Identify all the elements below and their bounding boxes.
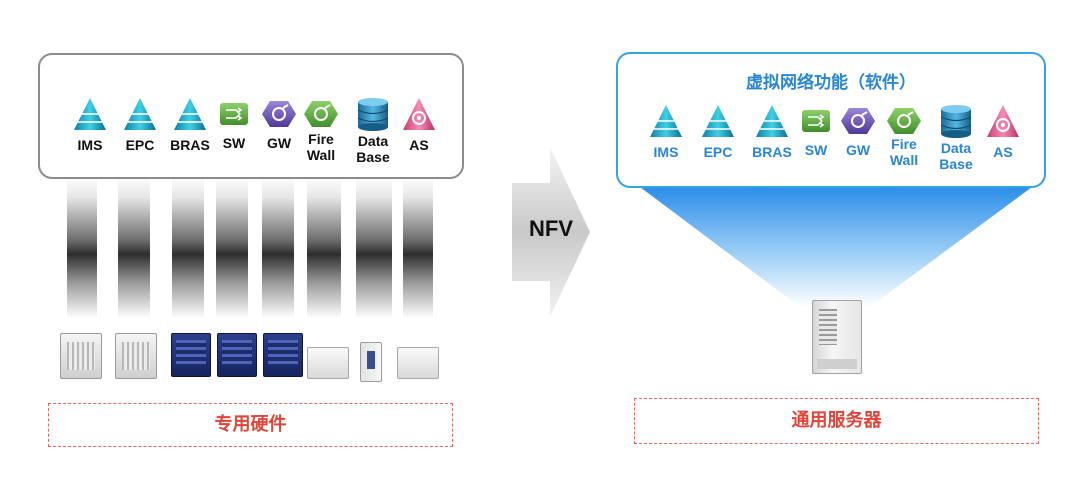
app-server-icon [987, 105, 1019, 137]
function-sw: SW [786, 106, 846, 158]
hardware-appliance [397, 347, 439, 379]
nfv-arrow-icon [512, 147, 590, 317]
virtual-functions-panel: 虚拟网络功能（软件） IMS EPC BRAS SW GW Fire Wall … [616, 52, 1046, 188]
switch-icon [220, 103, 248, 125]
link-column [403, 176, 433, 318]
hardware-tower [360, 342, 382, 382]
pyramid-icon [124, 98, 156, 130]
function-label: AS [993, 144, 1013, 160]
app-server-icon [403, 98, 435, 130]
pyramid-icon [174, 98, 206, 130]
function-gw: GW [249, 99, 309, 151]
database-icon [357, 98, 389, 131]
firewall-icon [887, 108, 921, 134]
function-label: BRAS [170, 137, 210, 153]
function-label: Data Base [939, 140, 973, 172]
function-label: Fire Wall [889, 136, 919, 168]
function-as: AS [973, 104, 1033, 160]
function-label: Data Base [356, 133, 390, 165]
function-label: EPC [125, 137, 155, 153]
hardware-chassis [60, 333, 102, 379]
nfv-label: NFV [529, 216, 573, 241]
pyramid-icon [702, 105, 734, 137]
hardware-chassis [171, 333, 211, 377]
dedicated-functions-panel: IMS EPC BRAS SW GW Fire Wall Data Base A… [38, 53, 464, 179]
function-label: IMS [653, 144, 679, 160]
function-as: AS [389, 97, 449, 153]
function-label: AS [409, 137, 429, 153]
function-sw: SW [204, 99, 264, 151]
pyramid-icon [756, 105, 788, 137]
hardware-chassis [217, 333, 257, 377]
function-ims: IMS [636, 104, 696, 160]
function-bras: BRAS [160, 97, 220, 153]
function-label: EPC [703, 144, 733, 160]
link-column [172, 176, 204, 318]
link-column [262, 176, 294, 318]
function-bras: BRAS [742, 104, 802, 160]
dedicated-hardware-label: 专用硬件 [48, 403, 453, 447]
function-firewall: Fire Wall [296, 99, 346, 163]
function-database: Data Base [345, 97, 401, 165]
gateway-icon [841, 108, 875, 134]
function-label: GW [845, 142, 871, 158]
function-label: GW [266, 135, 292, 151]
function-label: Fire Wall [306, 131, 336, 163]
link-column [307, 176, 341, 318]
function-ims: IMS [60, 97, 120, 153]
firewall-icon [304, 101, 338, 127]
switch-icon [802, 110, 830, 132]
function-epc: EPC [110, 97, 170, 153]
pyramid-icon [74, 98, 106, 130]
pyramid-icon [650, 105, 682, 137]
function-label: SW [804, 142, 828, 158]
function-epc: EPC [688, 104, 748, 160]
link-column [118, 176, 150, 318]
function-gw: GW [828, 106, 888, 158]
panel-title: 虚拟网络功能（软件） [746, 73, 916, 93]
projection-beam [640, 187, 1032, 307]
link-column [356, 176, 392, 318]
gateway-icon [262, 101, 296, 127]
hardware-appliance [307, 347, 349, 379]
function-label: SW [222, 135, 246, 151]
hardware-chassis [115, 333, 157, 379]
link-column [216, 176, 248, 318]
generic-server-icon [812, 300, 862, 374]
hardware-chassis [263, 333, 303, 377]
function-label: BRAS [752, 144, 792, 160]
function-firewall: Fire Wall [879, 106, 929, 168]
link-column [67, 176, 97, 318]
generic-server-label: 通用服务器 [634, 398, 1039, 444]
database-icon [940, 105, 972, 138]
function-label: IMS [77, 137, 103, 153]
function-database: Data Base [930, 104, 982, 172]
